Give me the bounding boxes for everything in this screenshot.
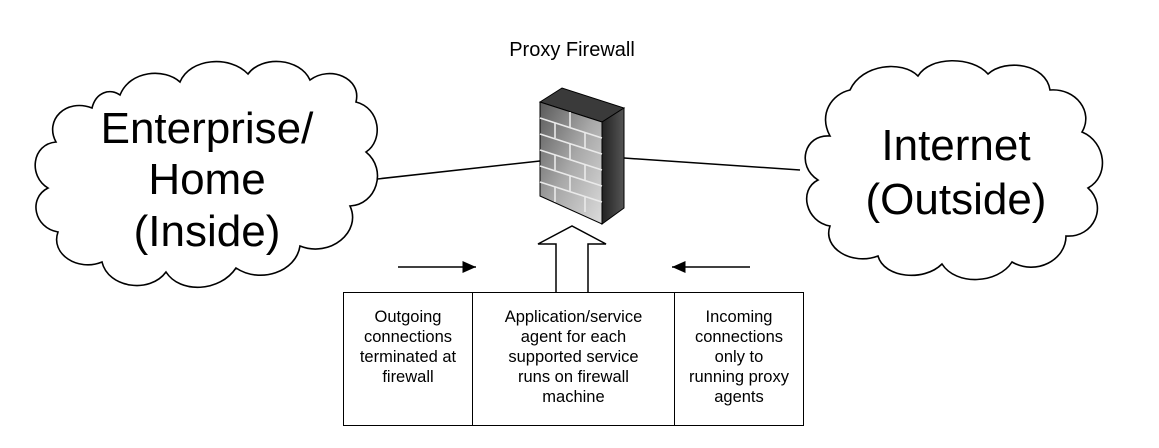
incoming-box-text: Incoming connections only to running pro…	[689, 308, 789, 406]
incoming-box: Incoming connections only to running pro…	[674, 292, 804, 426]
upward-arrow	[537, 225, 607, 292]
brick-wall-icon	[538, 87, 626, 225]
enterprise-label-line-1: Enterprise/	[101, 104, 315, 153]
enterprise-label-line-2: Home	[148, 155, 265, 204]
agent-box-text: Application/service agent for each suppo…	[504, 308, 643, 406]
connection-line-inside	[367, 160, 541, 181]
internet-label-line-2: (Outside)	[866, 175, 1047, 224]
enterprise-label-line-3: (Inside)	[134, 207, 281, 256]
outgoing-box: Outgoing connections terminated at firew…	[343, 292, 473, 426]
enterprise-cloud: Enterprise/ Home (Inside)	[34, 60, 379, 289]
internet-label-line-1: Internet	[881, 121, 1030, 170]
diagram-title: Proxy Firewall	[509, 39, 635, 61]
connection-line-outside	[623, 157, 801, 171]
internet-cloud: Internet (Outside)	[804, 59, 1104, 281]
outgoing-box-text: Outgoing connections terminated at firew…	[359, 308, 457, 386]
agent-box: Application/service agent for each suppo…	[472, 292, 675, 426]
